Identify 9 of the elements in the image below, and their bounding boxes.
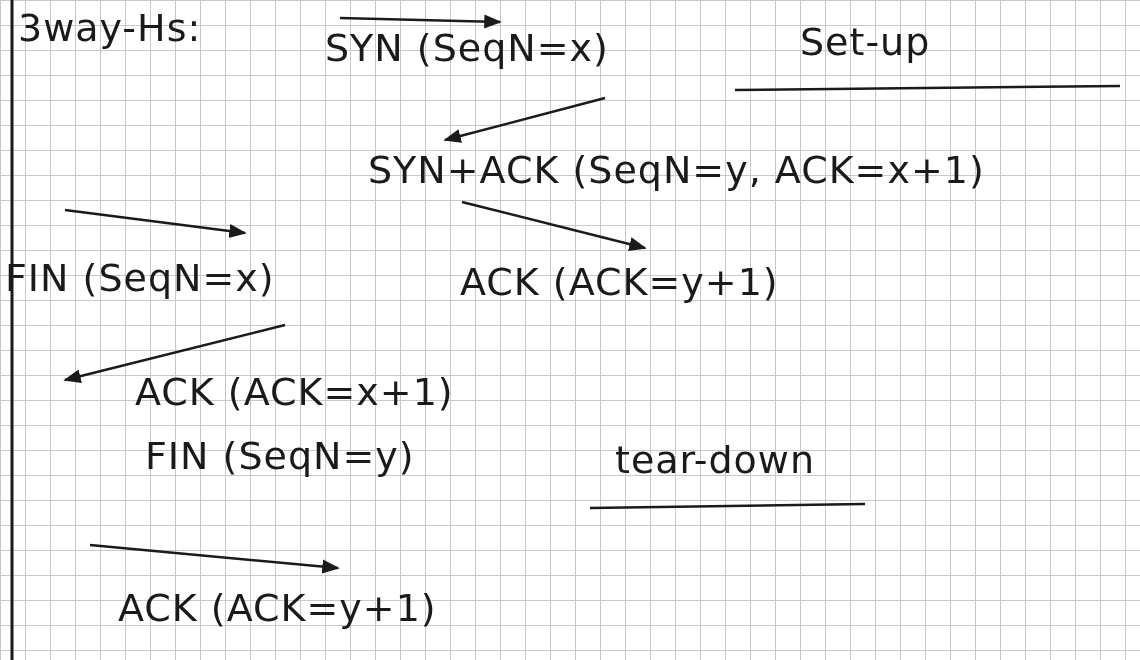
- handwritten-note: ACK (ACK=y+1): [460, 262, 779, 304]
- handwritten-note: FIN (SeqN=y): [145, 436, 415, 478]
- handwritten-note: tear-down: [615, 440, 815, 482]
- handwritten-note: ACK (ACK=y+1): [118, 588, 437, 630]
- handwritten-note: SYN (SeqN=x): [325, 28, 609, 70]
- handwritten-note: 3way-Hs:: [18, 8, 202, 50]
- handwritten-note: Set-up: [800, 22, 931, 64]
- handwritten-note: SYN+ACK (SeqN=y, ACK=x+1): [368, 150, 985, 192]
- handwritten-note: ACK (ACK=x+1): [135, 372, 454, 414]
